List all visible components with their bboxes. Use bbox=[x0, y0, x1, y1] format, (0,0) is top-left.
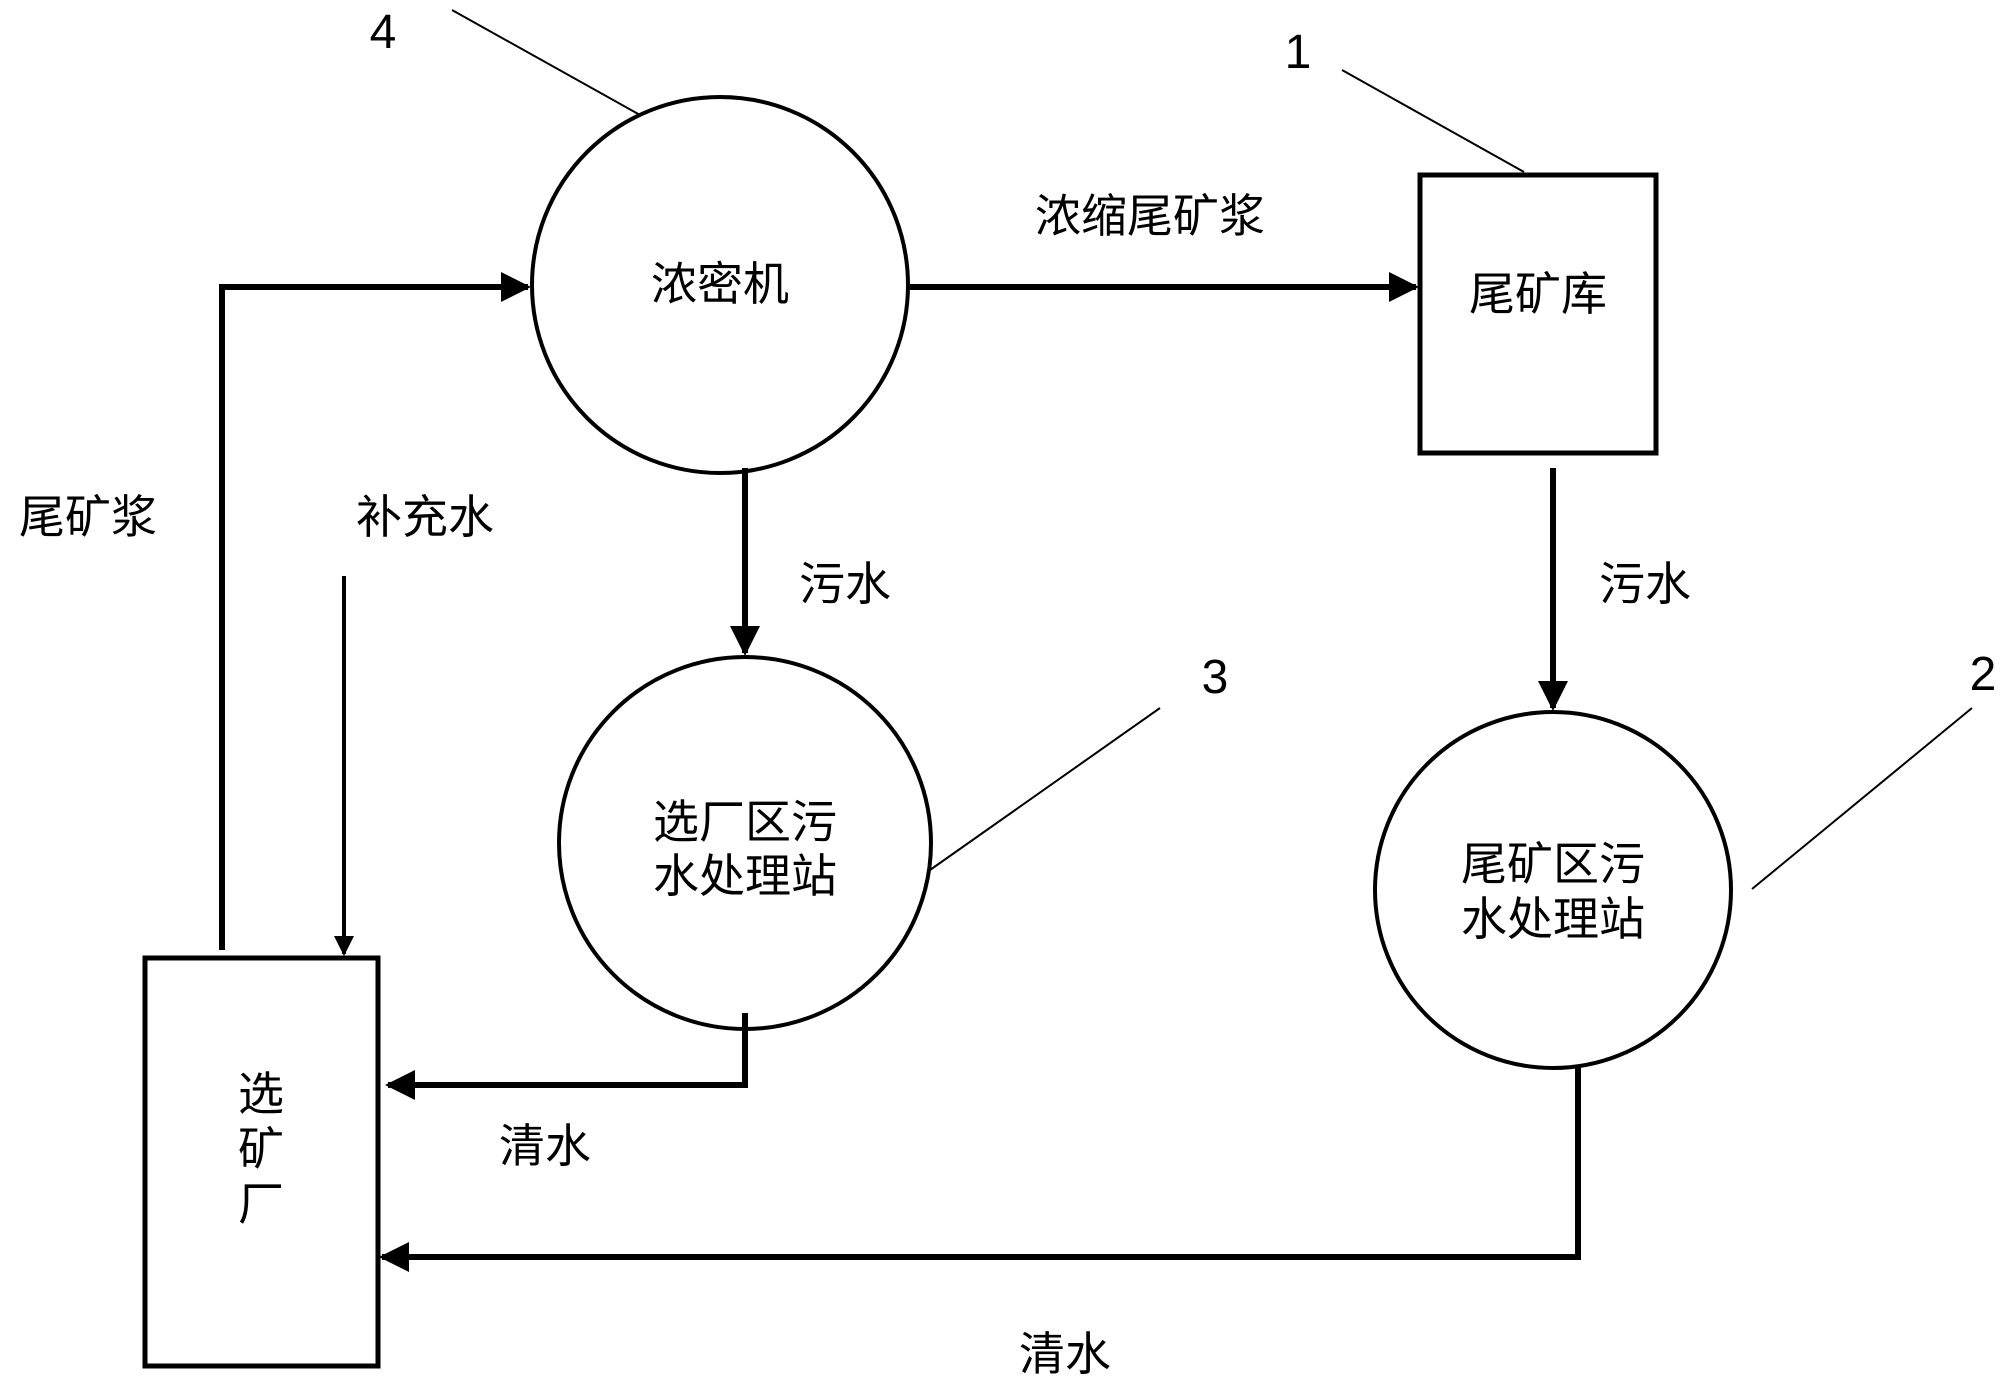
plant-station-leader-line bbox=[929, 707, 1161, 871]
clean-water-tailings-label: 清水 bbox=[1019, 1327, 1111, 1381]
clean-water-plant-label: 清水 bbox=[499, 1119, 591, 1173]
concentrator-label-char-2: 矿 bbox=[238, 1122, 284, 1176]
tailings-station-label-line1: 尾矿区污 bbox=[1461, 837, 1645, 891]
tailings-pond-label: 尾矿库 bbox=[1469, 267, 1607, 321]
thickener-leader-line bbox=[451, 9, 641, 116]
arrow-plant-station-to-concentrator bbox=[385, 1013, 748, 1100]
sewage-thickener-label: 污水 bbox=[799, 557, 891, 611]
tailings-station-number: 2 bbox=[1970, 648, 1997, 701]
plant-station-label-line1: 选厂区污 bbox=[653, 795, 837, 849]
arrow-tailings-station-to-concentrator bbox=[379, 1068, 1581, 1272]
concentrated-slurry-label: 浓缩尾矿浆 bbox=[1035, 189, 1265, 243]
thickener-label: 浓密机 bbox=[651, 257, 789, 311]
tailings-slurry-label: 尾矿浆 bbox=[19, 490, 157, 544]
plant-station-label-line2: 水处理站 bbox=[653, 849, 837, 903]
arrow-concentrator-to-thickener bbox=[219, 272, 531, 950]
tailings-station-leader-line bbox=[1751, 707, 1973, 890]
concentrator-node bbox=[142, 955, 381, 1369]
tailings-station-label-line2: 水处理站 bbox=[1461, 892, 1645, 946]
concentrator-label-char-1: 选 bbox=[238, 1067, 284, 1121]
makeup-water-label: 补充水 bbox=[356, 490, 494, 544]
tailings-station-node bbox=[1373, 710, 1733, 1070]
thickener-number: 4 bbox=[370, 6, 397, 59]
concentrator-label-char-3: 厂 bbox=[238, 1177, 284, 1231]
tailings-pond-node bbox=[1417, 172, 1659, 456]
tailings-pond-leader-line bbox=[1341, 69, 1525, 173]
plant-station-number: 3 bbox=[1202, 651, 1229, 704]
tailings-pond-number: 1 bbox=[1285, 26, 1312, 79]
sewage-pond-label: 污水 bbox=[1599, 557, 1691, 611]
